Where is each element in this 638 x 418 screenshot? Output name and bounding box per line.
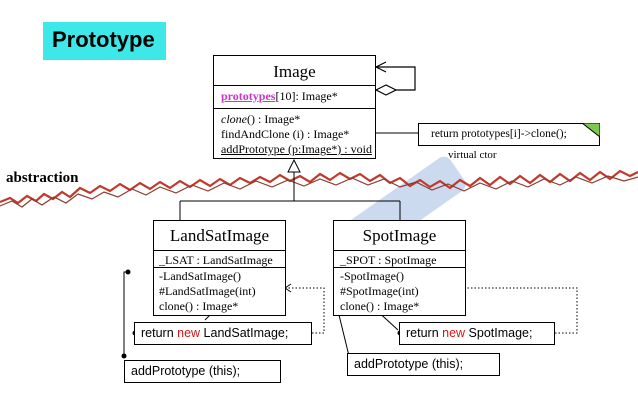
title-banner <box>43 22 166 60</box>
landsat-op-private-ctor: -LandSatImage() <box>159 269 241 283</box>
landsat-attr: _LSAT : LandSatImage <box>159 253 273 267</box>
virtual-ctor-caption: virtual ctor <box>448 149 497 161</box>
spot-op-clone: clone() : Image* <box>340 299 420 313</box>
landsat-op-protected-ctor: #LandSatImage(int) <box>159 284 256 298</box>
abstraction-label: abstraction <box>6 170 79 186</box>
spot-addprototype-code: addPrototype (this); <box>347 353 500 376</box>
spot-return-code: return new SpotImage; <box>399 322 555 345</box>
landsat-return-code: return new LandSatImage; <box>134 322 312 345</box>
landsat-class-name: LandSatImage <box>169 226 270 245</box>
image-attr-prototypes: prototypes[10]: Image* <box>221 89 338 103</box>
page-title: Prototype <box>52 27 155 52</box>
image-op-findandclone: findAndClone (i) : Image* <box>221 127 350 141</box>
image-class: Image prototypes[10]: Image* clone() : I… <box>213 55 376 159</box>
clone-note: return prototypes[i]->clone(); <box>418 123 600 146</box>
image-op-clone: clone() : Image* <box>221 112 301 126</box>
landsat-addprototype-code: addPrototype (this); <box>124 360 281 383</box>
clone-note-code: return prototypes[i]->clone(); <box>431 128 567 140</box>
abstraction-line <box>0 169 638 205</box>
spot-op-protected-ctor: #SpotImage(int) <box>340 284 419 298</box>
image-class-name: Image <box>273 62 316 81</box>
note-corner-icon <box>582 123 600 137</box>
spot-class-name: SpotImage <box>362 226 437 245</box>
landsat-op-clone: clone() : Image* <box>159 299 239 313</box>
spot-attr: _SPOT : SpotImage <box>340 253 437 267</box>
image-op-addprototype: addPrototype (p:Image*) : void <box>221 142 372 156</box>
landsat-class: LandSatImage _LSAT : LandSatImage -LandS… <box>153 220 286 316</box>
spot-class: SpotImage _SPOT : SpotImage -SpotImage()… <box>333 220 466 316</box>
spot-op-private-ctor: -SpotImage() <box>340 269 404 283</box>
